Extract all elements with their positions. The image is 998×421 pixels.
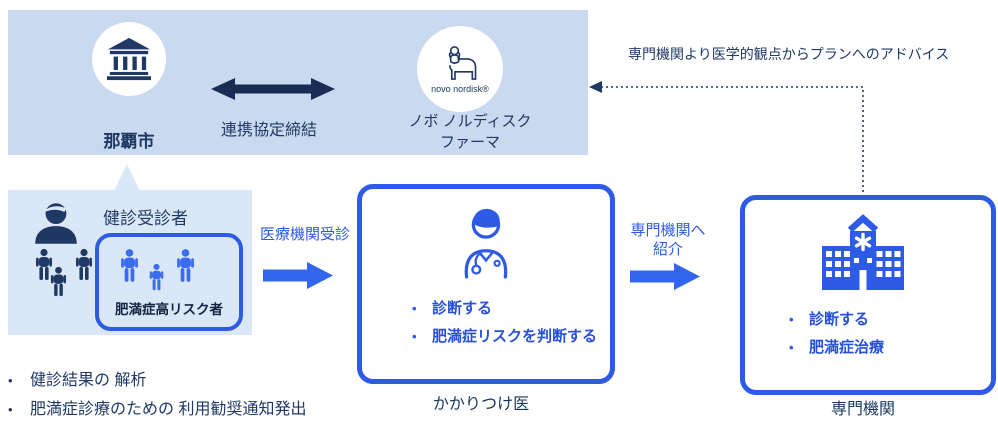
bullet-dot: • [8,373,13,388]
bullet-text: 肥満症治療 [809,339,885,356]
agreement-label: 連携協定締結 [220,122,317,139]
partnership-banner: 那覇市 連携協定締結 novo nordisk® ノボ ノルディスク ファーマ [8,10,588,155]
person-icon [36,248,52,280]
specialist-caption: 専門機関 [830,401,895,418]
person-icon [76,248,92,280]
naha-city-label: 那覇市 [103,132,155,151]
bullet-text: 診断する [809,311,870,328]
city-actions-list: • 健診結果の 解析 • 肥満症診療のための 利用勧奨通知発出 [8,366,306,419]
high-risk-group-box: 肥満症高リスク者 [95,233,243,331]
examinee-callout-triangle [114,164,140,191]
examinee-bust-icon [35,203,77,244]
doctor-icon [464,208,508,279]
arrow-label-line1: 専門機関へ [630,222,706,239]
arrow-label-line2: 紹介 [652,241,683,258]
company-name: ノボ ノルディスク ファーマ [382,111,558,153]
bullet-item: • 診断する [789,308,884,329]
bullet-dot: • [789,312,794,327]
bullet-text: 診断する [432,300,493,317]
flow-arrow-icon [263,262,333,289]
family-doctor-bullets: • 診断する • 肥満症リスクを判断する [412,297,597,346]
bullet-dot: • [412,301,417,316]
specialist-box: • 診断する • 肥満症治療 [740,195,996,395]
examinees-title: 健診受診者 [103,209,188,228]
naha-city-emblem [92,22,166,96]
government-building-icon [106,37,152,81]
novo-nordisk-bull-icon [448,45,477,80]
novo-nordisk-logo: novo nordisk® [417,26,503,112]
person-icon [177,249,194,282]
bullet-text: 肥満症リスクを判断する [432,328,598,345]
person-icon [121,249,138,282]
arrow-label-medical-visit: 医療機関受診 [259,226,350,243]
bullet-item: • 肥満症治療 [789,336,884,357]
bullet-dot: • [789,340,794,355]
bullet-dot: • [412,329,417,344]
city-action-item: • 肥満症診療のための 利用勧奨通知発出 [8,395,306,419]
advice-note: 専門機関より医学的観点からプランへのアドバイス [628,46,950,62]
examinees-box: 健診受診者 肥満症高リスク者 [8,190,252,335]
company-name-line2: ファーマ [439,134,500,151]
person-icon [149,263,164,291]
specialist-bullets: • 診断する • 肥満症治療 [789,308,884,357]
arrow-label-specialist-referral: 専門機関へ 紹介 [616,221,720,259]
hospital-icon [822,214,904,290]
family-doctor-caption: かかりつけ医 [432,396,530,413]
novo-nordisk-wordmark: novo nordisk® [431,83,489,94]
city-action-text: 健診結果の 解析 [30,372,147,389]
bullet-item: • 肥満症リスクを判断する [412,325,597,346]
person-icon [50,266,67,297]
bullet-item: • 診断する [412,297,597,318]
family-doctor-box: • 診断する • 肥満症リスクを判断する [357,184,615,384]
company-name-line1: ノボ ノルディスク [408,113,532,130]
high-risk-label: 肥満症高リスク者 [115,302,223,317]
city-action-text: 肥満症診療のための 利用勧奨通知発出 [30,401,307,418]
flow-arrow-icon [630,263,700,290]
city-action-item: • 健診結果の 解析 [8,366,306,390]
bullet-dot: • [8,402,13,417]
partnership-double-arrow [211,78,335,100]
